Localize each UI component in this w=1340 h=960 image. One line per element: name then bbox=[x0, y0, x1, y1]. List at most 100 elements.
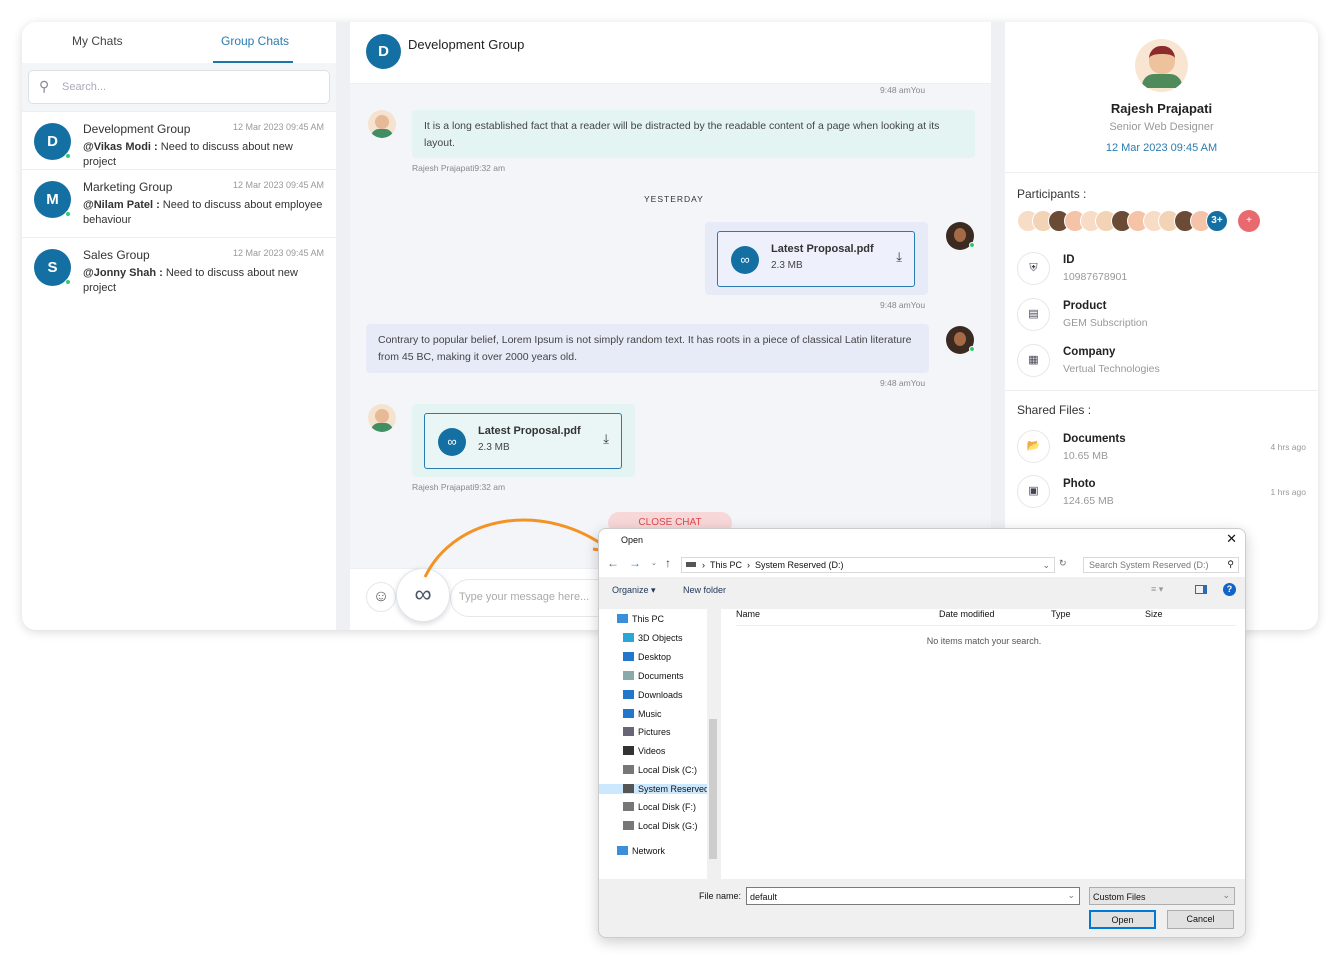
file-type-select[interactable]: Custom Files⌄ bbox=[1089, 887, 1235, 905]
info-label: Product bbox=[1063, 300, 1107, 312]
chat-preview: @Nilam Patel : Need to discuss about emp… bbox=[83, 199, 323, 226]
dialog-search-input[interactable]: Search System Reserved (D:) ⚲ bbox=[1083, 557, 1239, 573]
tree-scrollbar[interactable] bbox=[707, 609, 719, 879]
folder-icon bbox=[623, 821, 634, 830]
tree-item[interactable]: Local Disk (C:) bbox=[623, 765, 697, 775]
profile-name: Rajesh Prajapati bbox=[1110, 101, 1213, 116]
chat-time: 12 Mar 2023 09:45 AM bbox=[232, 180, 324, 190]
close-icon[interactable]: ✕ bbox=[1226, 531, 1237, 546]
folder-icon[interactable]: 📂 bbox=[1017, 430, 1050, 463]
attachment-icon: ∞ bbox=[438, 428, 466, 456]
file-attachment[interactable]: ∞ Latest Proposal.pdf 2.3 MB ⤓ bbox=[717, 231, 915, 287]
avatar: M bbox=[34, 181, 71, 218]
file-size: 2.3 MB bbox=[771, 260, 803, 271]
tab-group-chats[interactable]: Group Chats bbox=[221, 34, 290, 48]
column-name[interactable]: Name bbox=[736, 609, 761, 619]
tree-item[interactable]: Downloads bbox=[623, 690, 683, 700]
download-icon[interactable]: ⤓ bbox=[896, 249, 902, 264]
message-meta: Rajesh Prajapati9:32 am bbox=[412, 163, 506, 173]
file-name: Latest Proposal.pdf bbox=[771, 243, 874, 255]
tab-my-chats[interactable]: My Chats bbox=[72, 34, 123, 48]
tree-item[interactable]: Local Disk (G:) bbox=[623, 821, 698, 831]
file-attachment[interactable]: ∞ Latest Proposal.pdf 2.3 MB ⤓ bbox=[424, 413, 622, 469]
up-icon[interactable]: ↑ bbox=[665, 556, 671, 570]
chat-time: 12 Mar 2023 09:45 AM bbox=[232, 122, 324, 132]
chat-name: Development Group bbox=[83, 122, 191, 136]
folder-icon bbox=[623, 765, 634, 774]
online-indicator bbox=[65, 153, 71, 159]
emoji-icon[interactable]: ☺ bbox=[366, 582, 396, 612]
add-participant-icon[interactable]: + bbox=[1238, 210, 1260, 232]
breadcrumb-drive: System Reserved (D:) bbox=[755, 560, 844, 570]
file-size: 2.3 MB bbox=[478, 442, 510, 453]
attach-icon[interactable]: ∞ bbox=[396, 568, 450, 622]
folder-icon bbox=[617, 846, 628, 855]
preview-pane-icon[interactable] bbox=[1195, 585, 1207, 594]
empty-message: No items match your search. bbox=[926, 636, 1042, 646]
tree-item[interactable]: System Reserved (D:) bbox=[599, 784, 707, 794]
chat-item-development[interactable]: D Development Group 12 Mar 2023 09:45 AM… bbox=[22, 111, 336, 169]
more-participants[interactable]: 3+ bbox=[1206, 210, 1228, 232]
date-divider: YESTERDAY bbox=[644, 194, 704, 204]
column-size[interactable]: Size bbox=[1145, 609, 1163, 619]
search-placeholder: Search System Reserved (D:) bbox=[1089, 560, 1209, 570]
folder-icon bbox=[623, 709, 634, 718]
online-indicator bbox=[969, 346, 975, 352]
help-icon[interactable]: ? bbox=[1223, 583, 1236, 596]
refresh-icon[interactable]: ↻ bbox=[1059, 558, 1067, 568]
address-bar[interactable]: › This PC › System Reserved (D:) ⌄ bbox=[681, 557, 1055, 573]
file-message: ∞ Latest Proposal.pdf 2.3 MB ⤓ bbox=[412, 404, 635, 477]
folder-icon bbox=[623, 671, 634, 680]
cancel-button[interactable]: Cancel bbox=[1167, 910, 1234, 929]
tree-item[interactable]: Pictures bbox=[623, 727, 671, 737]
chat-item-sales[interactable]: S Sales Group 12 Mar 2023 09:45 AM @Jonn… bbox=[22, 237, 336, 307]
new-folder-button[interactable]: New folder bbox=[683, 585, 727, 595]
user-avatar bbox=[368, 404, 396, 432]
open-file-dialog: Open ✕ ← → ⌄ ↑ › This PC › System Reserv… bbox=[598, 528, 1246, 938]
recent-dropdown-icon[interactable]: ⌄ bbox=[651, 560, 657, 567]
chat-title: Development Group bbox=[408, 37, 525, 52]
arrow-annotation bbox=[423, 518, 615, 578]
view-options-icon[interactable]: ≡ ▾ bbox=[1151, 584, 1164, 594]
folder-icon bbox=[623, 746, 634, 755]
box-icon: ▤ bbox=[1017, 298, 1050, 331]
file-name-input[interactable]: default⌄ bbox=[746, 887, 1080, 905]
tree-item[interactable]: Network bbox=[617, 846, 665, 856]
folder-icon bbox=[623, 652, 634, 661]
image-icon[interactable]: ▣ bbox=[1017, 475, 1050, 508]
open-button[interactable]: Open bbox=[1089, 910, 1156, 929]
profile-avatar bbox=[1135, 39, 1188, 92]
chat-name: Sales Group bbox=[83, 248, 150, 262]
dialog-title: Open bbox=[621, 535, 644, 545]
back-icon[interactable]: ← bbox=[607, 556, 619, 570]
tree-item[interactable]: Desktop bbox=[623, 652, 671, 662]
search-icon: ⚲ bbox=[39, 78, 50, 94]
info-label: Company bbox=[1063, 346, 1116, 358]
file-size: 10.65 MB bbox=[1063, 450, 1108, 462]
tree-item[interactable]: Music bbox=[623, 709, 662, 719]
active-tab-indicator bbox=[213, 61, 293, 63]
input-placeholder: Type your message here... bbox=[459, 591, 590, 603]
avatar: S bbox=[34, 249, 71, 286]
tree-item[interactable]: 3D Objects bbox=[623, 633, 683, 643]
message-bubble: Contrary to popular belief, Lorem Ipsum … bbox=[366, 324, 929, 373]
download-icon[interactable]: ⤓ bbox=[603, 431, 609, 446]
breadcrumb-this-pc: This PC bbox=[710, 560, 743, 570]
info-value: 10987678901 bbox=[1063, 271, 1128, 283]
message-meta: 9:48 amYou bbox=[880, 300, 926, 310]
tree-item[interactable]: Documents bbox=[623, 671, 684, 681]
tree-item[interactable]: Videos bbox=[623, 746, 665, 756]
file-label: Documents bbox=[1063, 433, 1126, 445]
column-date-modified[interactable]: Date modified bbox=[939, 609, 995, 619]
tree-item[interactable]: Local Disk (F:) bbox=[623, 802, 696, 812]
tree-item[interactable]: This PC bbox=[617, 614, 664, 624]
forward-icon[interactable]: → bbox=[629, 556, 641, 570]
info-value: Vertual Technologies bbox=[1063, 363, 1160, 375]
group-avatar: D bbox=[366, 34, 401, 69]
message-meta: 9:48 amYou bbox=[880, 85, 926, 95]
organize-button[interactable]: Organize ▾ bbox=[612, 585, 656, 595]
search-input[interactable]: ⚲ Search... bbox=[28, 70, 330, 104]
column-type[interactable]: Type bbox=[1051, 609, 1071, 619]
chat-item-marketing[interactable]: M Marketing Group 12 Mar 2023 09:45 AM @… bbox=[22, 169, 336, 237]
